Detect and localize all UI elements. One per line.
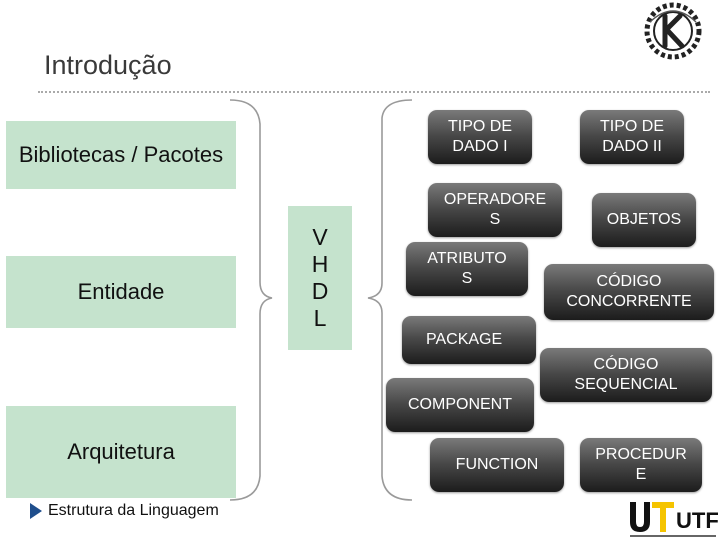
codigo-concorrente-item: CÓDIGO CONCORRENTE bbox=[544, 264, 714, 320]
entidade-box: Entidade bbox=[6, 256, 236, 328]
vhdl-label: V H D L bbox=[311, 224, 329, 331]
arquitetura-label: Arquitetura bbox=[67, 439, 175, 464]
tipo-dado-1-item: TIPO DE DADO I bbox=[428, 110, 532, 164]
footer-link[interactable]: Estrutura da Linguagem bbox=[30, 502, 219, 520]
package-item: PACKAGE bbox=[402, 316, 536, 364]
operadores-item: OPERADORE S bbox=[428, 183, 562, 237]
component-item: COMPONENT bbox=[386, 378, 534, 432]
gear-seal-logo-icon bbox=[644, 2, 702, 60]
vhdl-box: V H D L bbox=[288, 206, 352, 350]
footer-label: Estrutura da Linguagem bbox=[48, 502, 219, 519]
bibliotecas-label: Bibliotecas / Pacotes bbox=[18, 142, 224, 167]
objetos-item: OBJETOS bbox=[592, 193, 696, 247]
utfpr-logo-text: UTFPR bbox=[676, 508, 718, 533]
title-divider bbox=[38, 91, 710, 93]
atributos-item: ATRIBUTO S bbox=[406, 242, 528, 296]
entidade-label: Entidade bbox=[77, 279, 165, 304]
function-item: FUNCTION bbox=[430, 438, 564, 492]
bibliotecas-box: Bibliotecas / Pacotes bbox=[6, 121, 236, 189]
arquitetura-box: Arquitetura bbox=[6, 406, 236, 498]
codigo-sequencial-item: CÓDIGO SEQUENCIAL bbox=[540, 348, 712, 402]
utfpr-logo-icon: UTFPR bbox=[630, 502, 718, 537]
triangle-bullet-icon bbox=[30, 503, 42, 519]
tipo-dado-2-item: TIPO DE DADO II bbox=[580, 110, 684, 164]
slide-title: Introdução bbox=[44, 50, 172, 80]
procedure-item: PROCEDUR E bbox=[580, 438, 702, 492]
